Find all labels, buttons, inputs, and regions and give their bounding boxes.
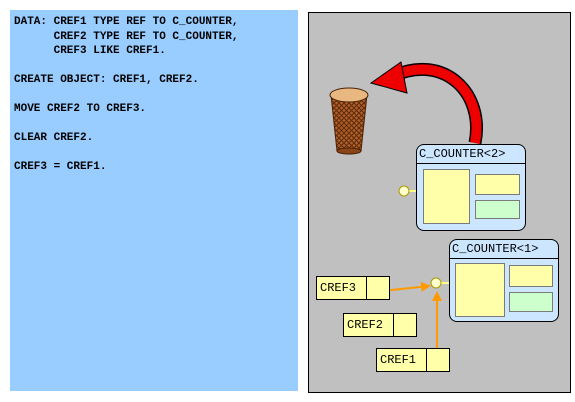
object-attribute <box>509 292 553 312</box>
object-attributes <box>423 169 470 224</box>
ref-label: CREF3 <box>320 281 357 295</box>
code-panel: DATA: CREF1 TYPE REF TO C_COUNTER, CREF2… <box>10 10 298 391</box>
object-title: C_COUNTER<1> <box>452 242 539 256</box>
object-title: C_COUNTER<2> <box>419 147 506 161</box>
curved-arrow-icon <box>369 61 483 145</box>
object-garbage: C_COUNTER<2> <box>416 144 526 231</box>
object-attribute <box>475 174 520 195</box>
object-live: C_COUNTER<1> <box>449 239 559 322</box>
ref-cref2: CREF2 <box>343 313 417 337</box>
wastebasket-icon <box>329 87 369 155</box>
ref-cref3: CREF3 <box>316 276 390 300</box>
ref-cref1: CREF1 <box>376 348 450 372</box>
pin-circle <box>430 277 442 289</box>
abap-code: DATA: CREF1 TYPE REF TO C_COUNTER, CREF2… <box>14 16 239 173</box>
object-attribute <box>475 200 520 219</box>
object-attributes <box>455 263 505 317</box>
object-attribute <box>509 265 553 287</box>
ref-label: CREF1 <box>380 353 417 367</box>
ref-pointer-cell <box>366 277 389 299</box>
diagram-canvas: C_COUNTER<2> C_COUNTER<1> CREF3 CREF2 CR… <box>308 12 571 393</box>
pin-circle <box>398 185 410 197</box>
ref-pointer-cell <box>393 314 416 336</box>
ref-label: CREF2 <box>347 318 384 332</box>
ref-pointer-cell <box>426 349 449 371</box>
